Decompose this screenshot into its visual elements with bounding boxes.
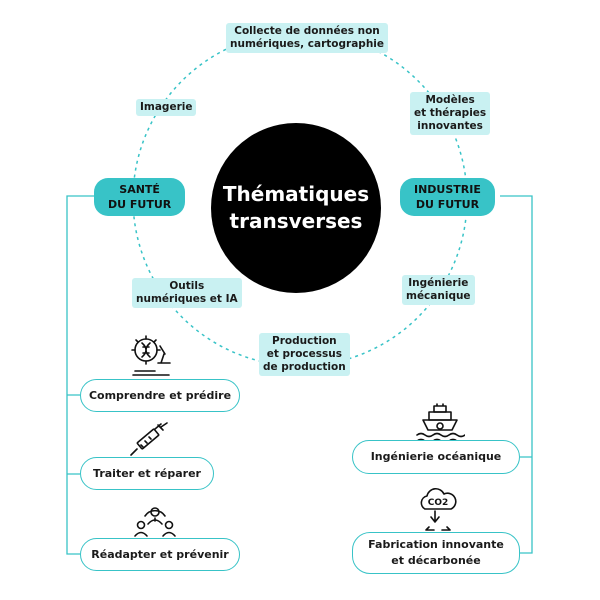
card-readapter-label: Réadapter et prévenir (91, 547, 229, 561)
industrie-connector-line (500, 195, 533, 554)
industrie-pill-line2: DU FUTUR (415, 198, 480, 211)
ring-label-ingenierie-mecanique: Ingénierie mécanique (402, 275, 475, 305)
syringe-icon (130, 422, 168, 456)
modeles-line1: Modèles (425, 94, 475, 106)
card-comprendre-et-predire[interactable]: Comprendre et prédire (80, 379, 240, 412)
ring-label-production: Production et processus de production (259, 333, 350, 376)
ship-gear-icon (416, 403, 465, 444)
ring-label-outils: Outils numériques et IA (132, 278, 242, 308)
collecte-line1: Collecte de données non (234, 25, 380, 37)
production-line3: de production (263, 361, 346, 373)
production-line2: et processus (266, 348, 342, 360)
sante-pill-line1: SANTÉ (119, 183, 160, 196)
ring-label-collecte: Collecte de données non numériques, cart… (226, 23, 389, 53)
card-traiter-et-reparer[interactable]: Traiter et réparer (80, 457, 214, 490)
card-ingenierie-oceanique[interactable]: Ingénierie océanique (352, 440, 520, 474)
outils-line1: Outils (169, 280, 205, 292)
ingmeca-line2: mécanique (406, 290, 471, 302)
card-fabrication-line2: et décarbonée (391, 554, 481, 567)
center-title-line2: transverses (229, 209, 363, 233)
co2-icon-text: CO2 (428, 498, 449, 508)
people-care-icon (134, 507, 176, 537)
sante-du-futur-pill[interactable]: SANTÉ DU FUTUR (94, 178, 186, 216)
center-circle-title: Thématiques transverses (211, 123, 381, 293)
ring-label-imagerie: Imagerie (136, 99, 197, 116)
card-fabrication-line1: Fabrication innovante (368, 538, 504, 551)
ring-label-modeles: Modèles et thérapies innovantes (410, 92, 491, 135)
industrie-du-futur-pill[interactable]: INDUSTRIE DU FUTUR (400, 178, 495, 216)
card-oceanique-label: Ingénierie océanique (370, 450, 502, 463)
card-traiter-label: Traiter et réparer (93, 466, 201, 480)
dna-microscope-icon (131, 335, 171, 376)
industrie-pill-line1: INDUSTRIE (414, 183, 481, 196)
sante-connector-line (66, 195, 96, 555)
production-line1: Production (272, 335, 337, 347)
co2-cloud-icon: CO2 (420, 488, 457, 531)
modeles-line3: innovantes (417, 120, 483, 132)
center-title-line1: Thématiques (222, 182, 370, 206)
modeles-line2: et thérapies (414, 107, 487, 119)
card-fabrication-innovante[interactable]: Fabrication innovante et décarbonée (352, 532, 520, 574)
collecte-line2: numériques, cartographie (230, 38, 385, 50)
card-comprendre-label: Comprendre et prédire (88, 388, 232, 402)
ingmeca-line1: Ingénierie (408, 277, 469, 289)
card-readapter-et-prevenir[interactable]: Réadapter et prévenir (80, 538, 240, 571)
outils-line2: numériques et IA (136, 293, 238, 305)
sante-pill-line2: DU FUTUR (108, 198, 172, 211)
imagerie-line1: Imagerie (140, 101, 193, 113)
